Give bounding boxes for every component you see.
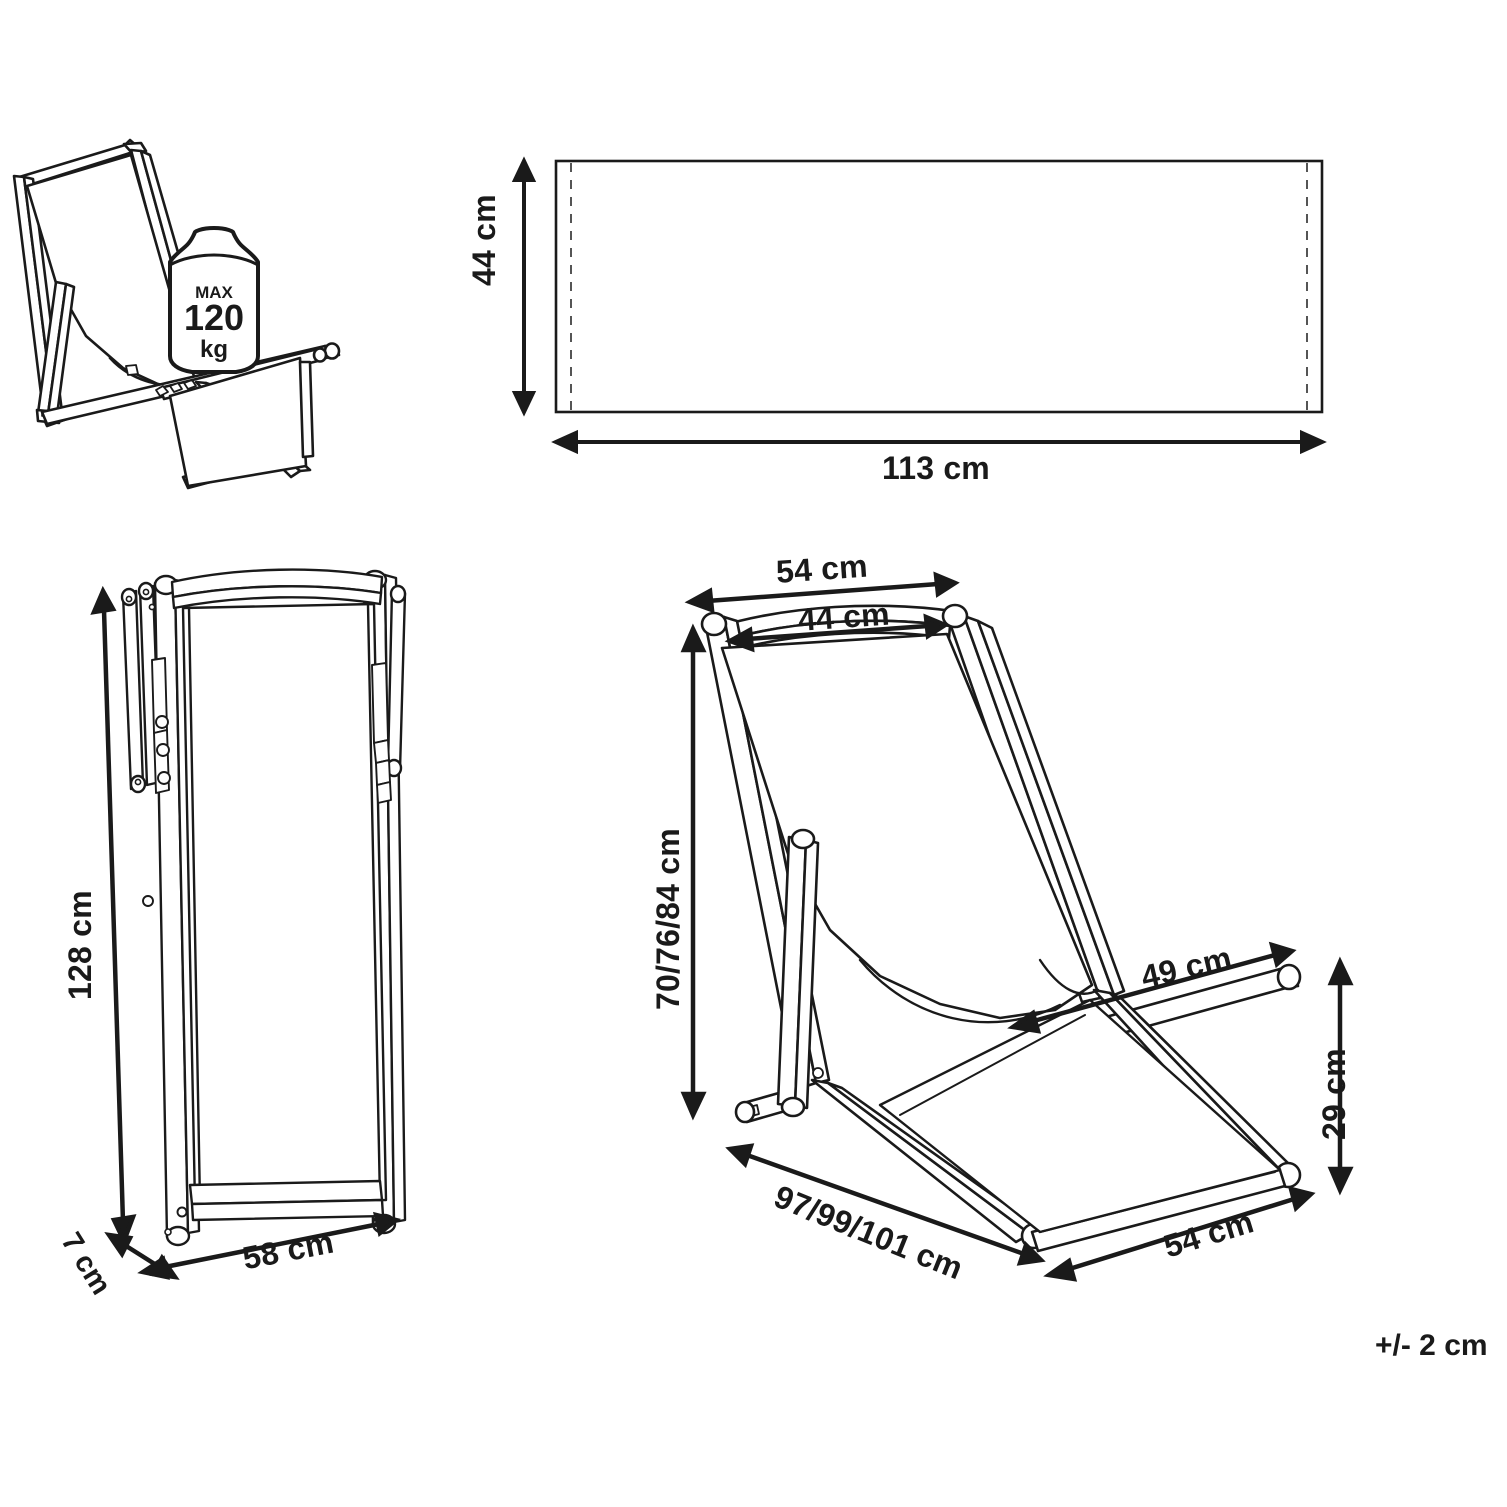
max-load-value: 120 bbox=[183, 297, 245, 338]
open-seat-height-dimension-label: 29 cm bbox=[1316, 1048, 1352, 1140]
open-back-height-dimension-label: 70/76/84 cm bbox=[650, 828, 686, 1010]
tolerance-note: +/- 2 cm bbox=[1375, 1329, 1488, 1362]
max-load-unit: kg bbox=[199, 336, 228, 363]
open-top-outer-width-dimension-label: 54 cm bbox=[774, 547, 869, 590]
open-top-inner-width-dimension-label: 44 cm bbox=[796, 595, 891, 638]
fabric-width-dimension-label: 113 cm bbox=[882, 450, 990, 486]
max-load-max-label: MAX bbox=[195, 283, 233, 302]
